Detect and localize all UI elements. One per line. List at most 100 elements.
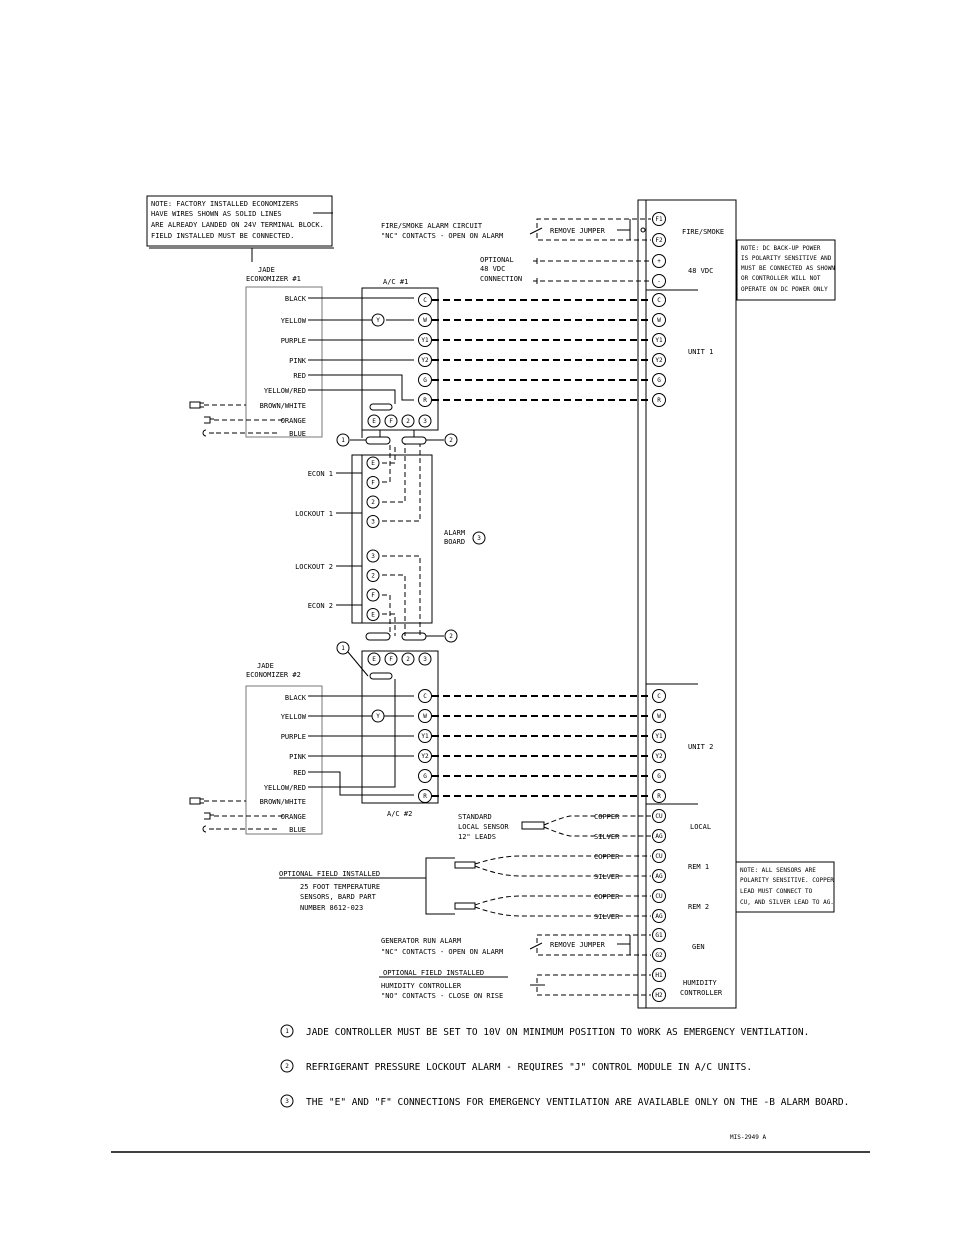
ac1-g-label: G	[423, 377, 427, 384]
ctrl-u1-y1-label: Y1	[655, 337, 663, 344]
hum-label-2: HUMIDITY CONTROLLER	[381, 982, 462, 990]
ctrl-f2-label: F2	[655, 237, 663, 244]
ctrl-u1-r-label: R	[657, 397, 661, 404]
dc-note-4: OR CONTROLLER WILL NOT	[741, 275, 821, 282]
footnote-2-num: 2	[285, 1063, 289, 1070]
ctrl-u2-y1-terminal	[652, 729, 666, 743]
ctrl-u2-g-label: G	[657, 773, 661, 780]
ac2-w-label: W	[423, 713, 427, 720]
local-label-3: 12" LEADS	[458, 833, 496, 841]
alarm-top-3-label: 3	[371, 519, 375, 526]
ctrl-s1-cu-label: CU	[655, 853, 663, 860]
ctrl-s2-cu-label: CU	[655, 893, 663, 900]
ctrl-u1-y1-terminal	[652, 333, 666, 347]
sensor-note-2: POLARITY SENSITIVE. COPPER	[740, 877, 834, 884]
ctrl-dc0-label: +	[657, 258, 661, 265]
ctrl-u1-c-label: C	[657, 297, 661, 304]
dc-note-3: MUST BE CONNECTED AS SHOWN	[741, 265, 835, 272]
footnote-2-text: REFRIGERANT PRESSURE LOCKOUT ALARM - REQ…	[306, 1062, 752, 1073]
section-humidity: HUMIDITY	[683, 979, 718, 987]
econ2-wire-pink: PINK	[289, 753, 307, 761]
alarm-board-callout-3: 3	[477, 535, 481, 542]
footnote-1-text: JADE CONTROLLER MUST BE SET TO 10V ON MI…	[306, 1027, 809, 1038]
ac1-y1-terminal	[418, 333, 432, 347]
ac2-bottom-f-label: F	[389, 656, 393, 663]
fire-smoke-input: FIRE/SMOKE ALARM CIRCUIT "NC" CONTACTS -…	[381, 218, 651, 241]
unit1-wires	[432, 299, 651, 401]
section-unit1: UNIT 1	[688, 348, 713, 356]
remote-label-2: 25 FOOT TEMPERATURE	[300, 883, 380, 891]
alarm-top-e-label: E	[371, 460, 375, 467]
econ1-wire-purple: PURPLE	[281, 337, 306, 345]
ac1-r-terminal	[418, 393, 432, 407]
ctrl-g1-terminal	[652, 928, 666, 942]
ac1-r-label: R	[423, 397, 427, 404]
footnote-3-text: THE "E" AND "F" CONNECTIONS FOR EMERGENC…	[306, 1097, 849, 1108]
dc-note-5: OPERATE ON DC POWER ONLY	[741, 286, 828, 293]
ctrl-u1-g-label: G	[657, 377, 661, 384]
row-lockout2: LOCKOUT 2	[295, 563, 333, 571]
alarm-bottom-f-terminal	[366, 588, 380, 602]
hum-label-1: OPTIONAL FIELD INSTALLED	[383, 969, 484, 977]
ctrl-u1-y2-terminal	[652, 353, 666, 367]
ctrl-u2-c-label: C	[657, 693, 661, 700]
econ1-title-1: JADE	[258, 266, 275, 274]
sensor-note: NOTE: ALL SENSORS ARE POLARITY SENSITIVE…	[735, 861, 835, 913]
alarm-top-2-label: 2	[371, 499, 375, 506]
rem2-silver: SILVER	[594, 913, 620, 921]
drawing-id: MIS-2949 A	[730, 1134, 767, 1141]
ac2-y1-label: Y1	[421, 733, 429, 740]
fire-label-2: "NC" CONTACTS - OPEN ON ALARM	[381, 232, 503, 240]
ctrl-s0-ag-label: AG	[655, 833, 663, 840]
controller: FIRE/SMOKE 48 VDC UNIT 1 UNIT 2 LOCAL RE…	[637, 199, 737, 1009]
unit2-wires	[432, 695, 651, 797]
ctrl-g2-terminal	[652, 948, 666, 962]
section-unit2: UNIT 2	[688, 743, 713, 751]
ctrl-f2-terminal	[652, 233, 666, 247]
hum-label-3: "NO" CONTACTS - CLOSE ON RISE	[381, 992, 503, 1000]
dc-label-2: 48 VDC	[480, 265, 505, 273]
ctrl-dc0-terminal	[652, 254, 666, 268]
sensor-note-4: CU, AND SILVER LEAD TO AG.	[740, 899, 834, 906]
ac1-y2-terminal	[418, 353, 432, 367]
ac2-bottom-2-terminal	[401, 652, 415, 666]
factory-note: NOTE: FACTORY INSTALLED ECONOMIZERS HAVE…	[146, 195, 334, 262]
ac2-bottom-e-label: E	[372, 656, 376, 663]
alarm-board-label-2: BOARD	[444, 538, 465, 546]
alarm-bottom-3-label: 3	[371, 553, 375, 560]
ac2-g-terminal	[418, 769, 432, 783]
econ2-wire-blue: BLUE	[289, 826, 306, 834]
econ1-wire-yellow: YELLOW	[281, 317, 307, 325]
ac1-callout-2: 2	[449, 437, 453, 444]
footnote-1-num: 1	[285, 1028, 289, 1035]
econ1-wire-blue: BLUE	[289, 430, 306, 438]
ac2-callout-2: 2	[449, 633, 453, 640]
ctrl-g2-label: G2	[655, 952, 663, 959]
alarm-top-f-label: F	[371, 480, 375, 487]
econ2-wire-purple: PURPLE	[281, 733, 306, 741]
ctrl-u2-r-terminal	[652, 789, 666, 803]
ctrl-h1-label: H1	[655, 972, 663, 979]
ctrl-u1-g-terminal	[652, 373, 666, 387]
alarm-bottom-2-label: 2	[371, 573, 375, 580]
ac2-y2-label: Y2	[421, 753, 429, 760]
ctrl-u2-w-terminal	[652, 709, 666, 723]
econ1-wire-yellow-red: YELLOW/RED	[264, 387, 306, 395]
ac1-bottom-f-terminal	[384, 414, 398, 428]
ctrl-u2-r-label: R	[657, 793, 661, 800]
ac2-bottom-3-terminal	[418, 652, 432, 666]
ctrl-u2-g-terminal	[652, 769, 666, 783]
remote-label-4: NUMBER 8612-023	[300, 904, 363, 912]
ctrl-s1-cu-terminal	[652, 849, 666, 863]
section-local: LOCAL	[690, 823, 711, 831]
row-econ2: ECON 2	[308, 602, 333, 610]
econ1-wire-red: RED	[293, 372, 306, 380]
alarm-bottom-e-label: E	[371, 612, 375, 619]
rem1-copper: COPPER	[594, 853, 620, 861]
ac1-bottom-2-label: 2	[406, 418, 410, 425]
ac2-g-label: G	[423, 773, 427, 780]
remote-label-1: OPTIONAL FIELD INSTALLED	[279, 870, 380, 878]
econ2-wire-red: RED	[293, 769, 306, 777]
sensor-note-3: LEAD MUST CONNECT TO	[740, 888, 813, 895]
